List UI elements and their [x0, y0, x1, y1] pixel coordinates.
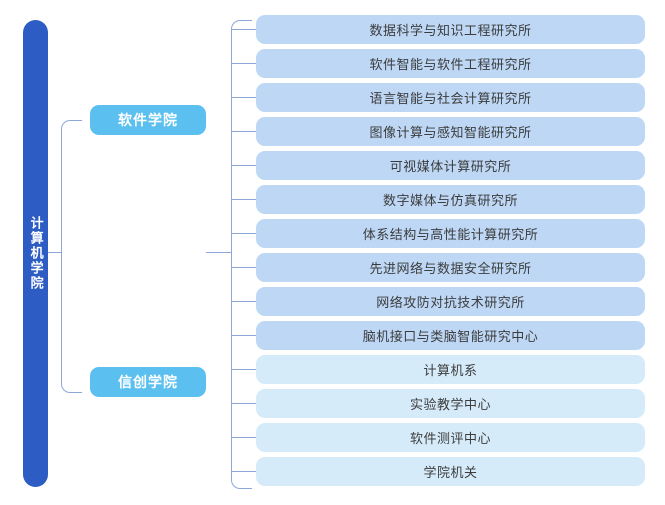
connector-level2-trunk — [61, 129, 62, 383]
root-node-label: 计算机学院 — [28, 216, 44, 291]
connector-elbow-to-xinchuang-college — [61, 382, 82, 393]
level3-item-label: 体系结构与高性能计算研究所 — [362, 227, 539, 242]
level2-node-software-college[interactable]: 软件学院 — [90, 105, 206, 135]
connector-stub-level3 — [231, 437, 257, 438]
level3-item-label: 数字媒体与仿真研究所 — [382, 193, 518, 208]
connector-elbow-level3-top — [231, 20, 252, 31]
level2-node-xinchuang-college[interactable]: 信创学院 — [90, 367, 206, 397]
connector-stub-level3 — [231, 369, 257, 370]
level3-item[interactable]: 学院机关 — [256, 457, 645, 486]
level3-item[interactable]: 实验教学中心 — [256, 389, 645, 418]
connector-elbow-to-software-college — [61, 120, 82, 131]
level3-item-label: 先进网络与数据安全研究所 — [369, 261, 532, 276]
level2-node-label: 信创学院 — [118, 374, 178, 390]
level3-item[interactable]: 数据科学与知识工程研究所 — [256, 15, 645, 44]
connector-stub-level3 — [231, 29, 257, 30]
level3-item[interactable]: 可视媒体计算研究所 — [256, 151, 645, 180]
level3-item[interactable]: 网络攻防对抗技术研究所 — [256, 287, 645, 316]
level3-item-label: 数据科学与知识工程研究所 — [369, 23, 532, 38]
root-node-computer-college[interactable]: 计算机学院 — [23, 20, 48, 487]
level3-item[interactable]: 软件智能与软件工程研究所 — [256, 49, 645, 78]
connector-elbow-level3-bottom — [231, 478, 252, 489]
connector-stub-level3 — [231, 63, 257, 64]
level3-item-label: 学院机关 — [423, 465, 478, 480]
connector-stub-level3 — [231, 267, 257, 268]
level3-item[interactable]: 数字媒体与仿真研究所 — [256, 185, 645, 214]
level3-item[interactable]: 图像计算与感知智能研究所 — [256, 117, 645, 146]
level3-item[interactable]: 语言智能与社会计算研究所 — [256, 83, 645, 112]
level3-item-label: 图像计算与感知智能研究所 — [369, 125, 532, 140]
level2-node-label: 软件学院 — [118, 112, 178, 128]
level3-item[interactable]: 先进网络与数据安全研究所 — [256, 253, 645, 282]
level3-item[interactable]: 体系结构与高性能计算研究所 — [256, 219, 645, 248]
connector-stub-level3 — [231, 165, 257, 166]
level3-item-label: 软件智能与软件工程研究所 — [369, 57, 532, 72]
connector-level2-to-level3-stub — [206, 252, 231, 253]
connector-stub-level3 — [231, 403, 257, 404]
level3-item-label: 计算机系 — [423, 363, 478, 378]
connector-root-to-level2-stub — [48, 252, 61, 253]
level3-item[interactable]: 计算机系 — [256, 355, 645, 384]
connector-stub-level3 — [231, 199, 257, 200]
level3-item-label: 脑机接口与类脑智能研究中心 — [362, 329, 539, 344]
connector-stub-level3 — [231, 131, 257, 132]
level3-item[interactable]: 脑机接口与类脑智能研究中心 — [256, 321, 645, 350]
connector-stub-level3 — [231, 233, 257, 234]
connector-stub-level3 — [231, 301, 257, 302]
level3-item-label: 可视媒体计算研究所 — [389, 159, 512, 174]
level3-item[interactable]: 软件测评中心 — [256, 423, 645, 452]
level3-item-label: 网络攻防对抗技术研究所 — [376, 295, 525, 310]
connector-stub-level3 — [231, 471, 257, 472]
level3-item-label: 实验教学中心 — [409, 397, 491, 412]
level3-item-label: 软件测评中心 — [409, 431, 491, 446]
connector-stub-level3 — [231, 97, 257, 98]
connector-level3-trunk — [231, 29, 232, 479]
level3-item-label: 语言智能与社会计算研究所 — [369, 91, 532, 106]
connector-stub-level3 — [231, 335, 257, 336]
